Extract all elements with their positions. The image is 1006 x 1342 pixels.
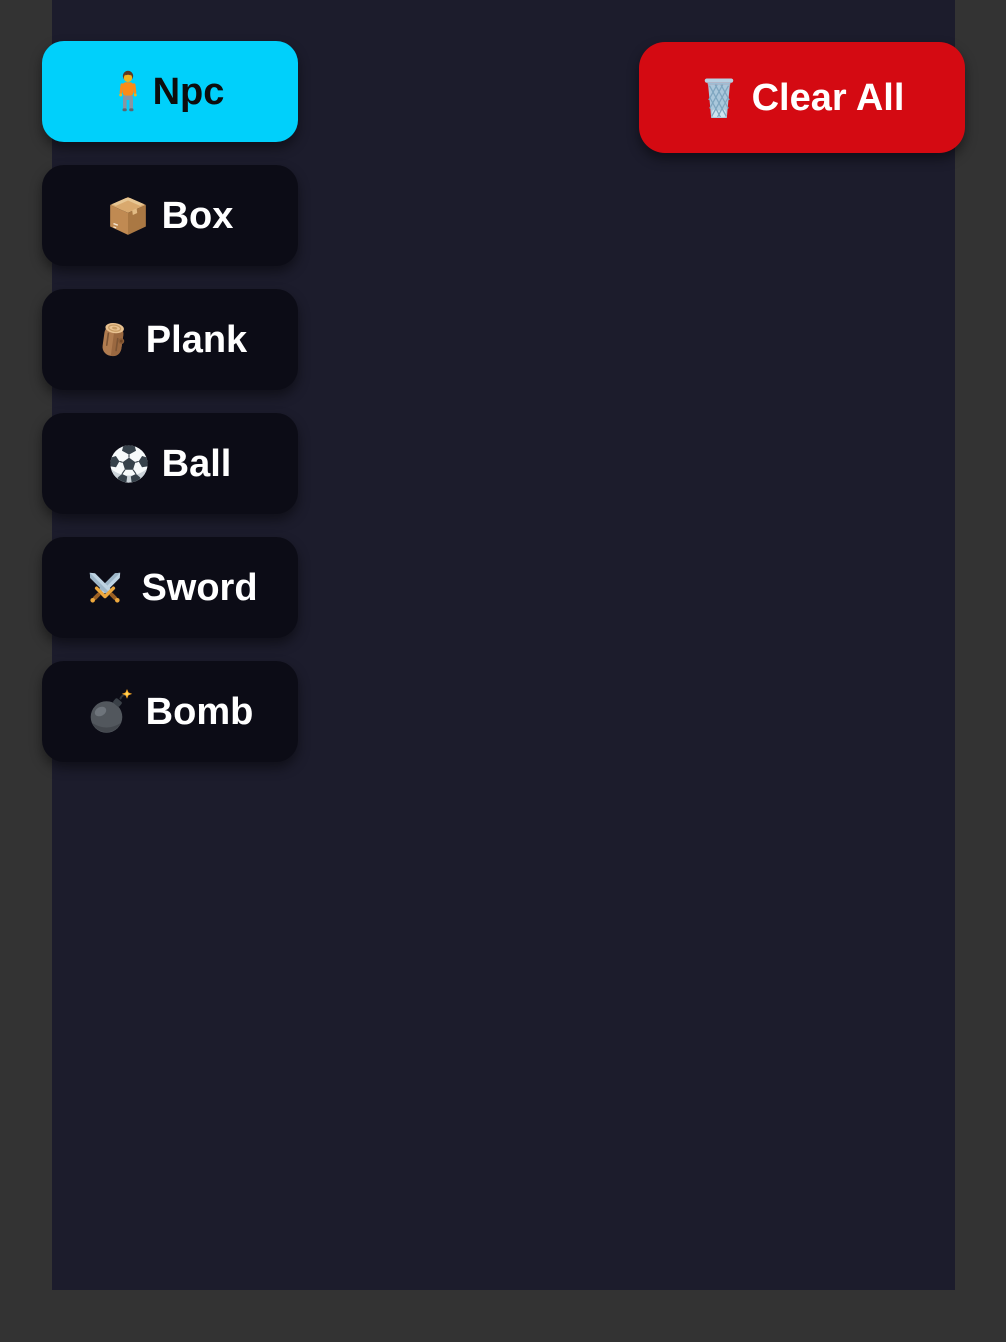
clear-all-label: Clear All bbox=[751, 76, 905, 119]
spawn-menu: Npc Box Plank Ball Sword Bomb bbox=[42, 41, 298, 762]
spawn-button-plank[interactable]: Plank bbox=[42, 289, 298, 390]
crossed-swords-icon bbox=[82, 565, 128, 611]
spawn-button-label: Plank bbox=[145, 318, 248, 361]
spawn-button-label: Sword bbox=[141, 566, 258, 609]
person-standing-icon bbox=[116, 69, 140, 115]
spawn-button-label: Box bbox=[161, 194, 234, 237]
clear-all-button[interactable]: Clear All bbox=[639, 42, 965, 153]
wood-log-icon bbox=[93, 319, 133, 361]
soccer-ball-icon bbox=[109, 444, 149, 484]
spawn-button-box[interactable]: Box bbox=[42, 165, 298, 266]
spawn-button-label: Ball bbox=[161, 442, 232, 485]
spawn-button-sword[interactable]: Sword bbox=[42, 537, 298, 638]
package-icon bbox=[107, 196, 149, 236]
spawn-button-label: Bomb bbox=[145, 690, 254, 733]
spawn-button-npc[interactable]: Npc bbox=[42, 41, 298, 142]
bomb-icon bbox=[87, 688, 133, 735]
spawn-button-ball[interactable]: Ball bbox=[42, 413, 298, 514]
spawn-button-label: Npc bbox=[152, 70, 225, 113]
spawn-button-bomb[interactable]: Bomb bbox=[42, 661, 298, 762]
wastebasket-icon bbox=[700, 77, 738, 119]
